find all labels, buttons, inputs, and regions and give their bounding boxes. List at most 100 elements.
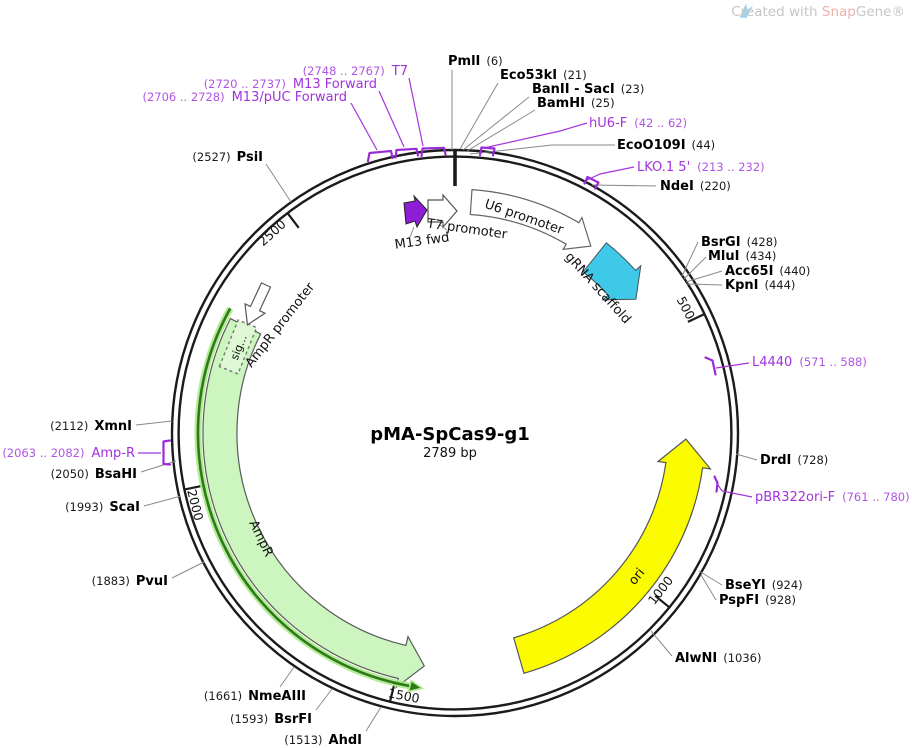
- leader-line: [378, 90, 405, 148]
- enzyme-bsrfi: (1593)BsrFI: [230, 688, 333, 727]
- leader-line: [683, 256, 707, 280]
- leader-line: [591, 184, 657, 187]
- primer-label: (2748 .. 2767)T7: [303, 64, 408, 79]
- leader-line: [586, 166, 635, 181]
- tick-label-2000: 2000: [184, 488, 206, 523]
- enzyme-bseyi: BseYI(924): [698, 570, 803, 593]
- tick-500: [687, 313, 705, 323]
- enzyme-pmli: PmlI(6): [448, 54, 503, 150]
- tick-1500: [389, 683, 396, 702]
- primer-hu6f: hU6-F(42 .. 62): [478, 116, 687, 157]
- primer-label: hU6-F(42 .. 62): [589, 116, 687, 131]
- plasmid-backbone: [170, 148, 740, 718]
- enzyme-acc65i: Acc65I(440): [685, 264, 810, 283]
- leader-line: [715, 362, 750, 369]
- enzyme-bsrgi: BsrGI(428): [681, 235, 778, 277]
- enzyme-label: (2050)BsaHI: [51, 467, 137, 482]
- leader-line: [466, 109, 536, 152]
- primer-site-bracket: [420, 146, 447, 158]
- leader-line: [700, 574, 717, 601]
- primer-ampr: (2063 .. 2082)Amp-R: [2, 439, 172, 466]
- leader-line: [365, 706, 382, 732]
- ampr-promoter-label: AmpR promoter: [243, 279, 319, 370]
- enzyme-xmni: (2112)XmnI: [50, 419, 173, 434]
- enzyme-label: BsrGI(428): [701, 235, 778, 250]
- tick-1000: [654, 594, 670, 609]
- primer-t7: (2748 .. 2767)T7: [303, 64, 447, 158]
- leader-line: [265, 163, 292, 203]
- leader-line: [717, 484, 753, 498]
- enzyme-nmeaiii: (1661)NmeAIII: [204, 666, 306, 704]
- primer-label: L4440(571 .. 588): [752, 355, 867, 370]
- primer-site-bracket: [704, 356, 717, 376]
- primer-label: (2720 .. 2737)M13 Forward: [204, 77, 377, 92]
- enzyme-label: (1593)BsrFI: [230, 712, 312, 727]
- snapgene-watermark: Created with SnapGene®: [731, 3, 905, 20]
- enzyme-scai: (1993)ScaI: [65, 495, 182, 515]
- u6-arrow-band: [469, 188, 592, 251]
- primer-labels: hU6-F(42 .. 62) LKO.1 5'(213 .. 232) L44…: [2, 64, 909, 505]
- enzyme-labels: PmlI(6) Eco53kI(21) BanII - SacI(23) Bam…: [448, 54, 828, 666]
- feature-u6-promoter: U6 promoter: [469, 188, 592, 251]
- enzyme-label: (2527)PsiI: [192, 150, 263, 165]
- leader-line: [140, 460, 177, 473]
- primer-l4440: L4440(571 .. 588): [704, 355, 867, 376]
- leader-line: [462, 96, 530, 151]
- enzyme-bsahi: (2050)BsaHI: [51, 460, 177, 482]
- primer-pbr322orif: pBR322ori-F(761 .. 780): [713, 475, 910, 505]
- enzyme-label: (1661)NmeAIII: [204, 689, 306, 704]
- plasmid-size: 2789 bp: [423, 446, 477, 461]
- enzyme-label: (2112)XmnI: [50, 419, 132, 434]
- leader-line: [439, 224, 448, 231]
- enzyme-label: MluI(434): [708, 249, 776, 264]
- enzyme-eco53ki: Eco53kI(21): [459, 68, 587, 150]
- leader-line: [408, 77, 424, 147]
- enzyme-pspfi: PspFI(928): [700, 574, 796, 608]
- enzyme-label: AlwNI(1036): [675, 651, 762, 666]
- enzyme-label: KpnI(444): [725, 278, 795, 293]
- ampr-promoter-arrow: [244, 282, 272, 326]
- primer-site-bracket: [583, 175, 600, 190]
- orf-arrowhead: [407, 679, 425, 693]
- enzyme-kpni: KpnI(444): [686, 278, 795, 293]
- leader-line: [143, 495, 182, 507]
- primer-site-bracket: [394, 147, 420, 159]
- leader-line: [459, 82, 499, 150]
- enzyme-label: PspFI(928): [719, 593, 796, 608]
- orf-arrow-line: [196, 307, 411, 688]
- plasmid-name: pMA-SpCas9-g1: [370, 424, 530, 445]
- outer-ring: [170, 148, 740, 718]
- primer-m13pucf: (2706 .. 2728)M13/pUC Forward: [142, 90, 394, 163]
- leader-line: [735, 453, 758, 461]
- m13-fwd-arrow: [403, 194, 428, 229]
- feature-ori: ori: [512, 438, 712, 675]
- primer-label: LKO.1 5'(213 .. 232): [637, 160, 765, 175]
- primer-site-bracket: [366, 149, 394, 163]
- leader-line: [469, 144, 615, 155]
- enzyme-label: NdeI(220): [660, 179, 731, 194]
- leader-line: [135, 420, 173, 426]
- enzyme-banii-saci: BanII - SacI(23): [462, 82, 644, 151]
- enzyme-label: (1993)ScaI: [65, 500, 140, 515]
- tick-label-2500: 2500: [255, 216, 289, 248]
- enzyme-label: PmlI(6): [448, 54, 503, 69]
- primer-site-bracket: [162, 439, 172, 466]
- plasmid-title-block: pMA-SpCas9-g1 2789 bp: [370, 424, 530, 461]
- leader-line: [650, 630, 673, 657]
- enzyme-labels-left: (1661)NmeAIII (1593)BsrFI (1513)AhdI (18…: [50, 150, 382, 748]
- primer-site-bracket: [713, 475, 719, 493]
- leader-line: [483, 122, 588, 149]
- leader-line: [350, 102, 378, 151]
- tick-2000: [184, 484, 203, 491]
- primer-label: (2063 .. 2082)Amp-R: [2, 446, 135, 461]
- watermark-text: Created with SnapGene®: [731, 4, 905, 20]
- leader-line: [315, 688, 333, 711]
- enzyme-psii: (2527)PsiI: [192, 150, 292, 203]
- primer-site-bracket: [478, 146, 496, 157]
- primer-m13f: (2720 .. 2737)M13 Forward: [204, 77, 420, 159]
- enzyme-label: Eco53kI(21): [500, 68, 587, 83]
- enzyme-label: EcoO109I(44): [617, 138, 715, 153]
- enzyme-alwni: AlwNI(1036): [650, 630, 762, 666]
- enzyme-label: (1883)PvuI: [92, 574, 168, 589]
- leader-line: [681, 241, 699, 277]
